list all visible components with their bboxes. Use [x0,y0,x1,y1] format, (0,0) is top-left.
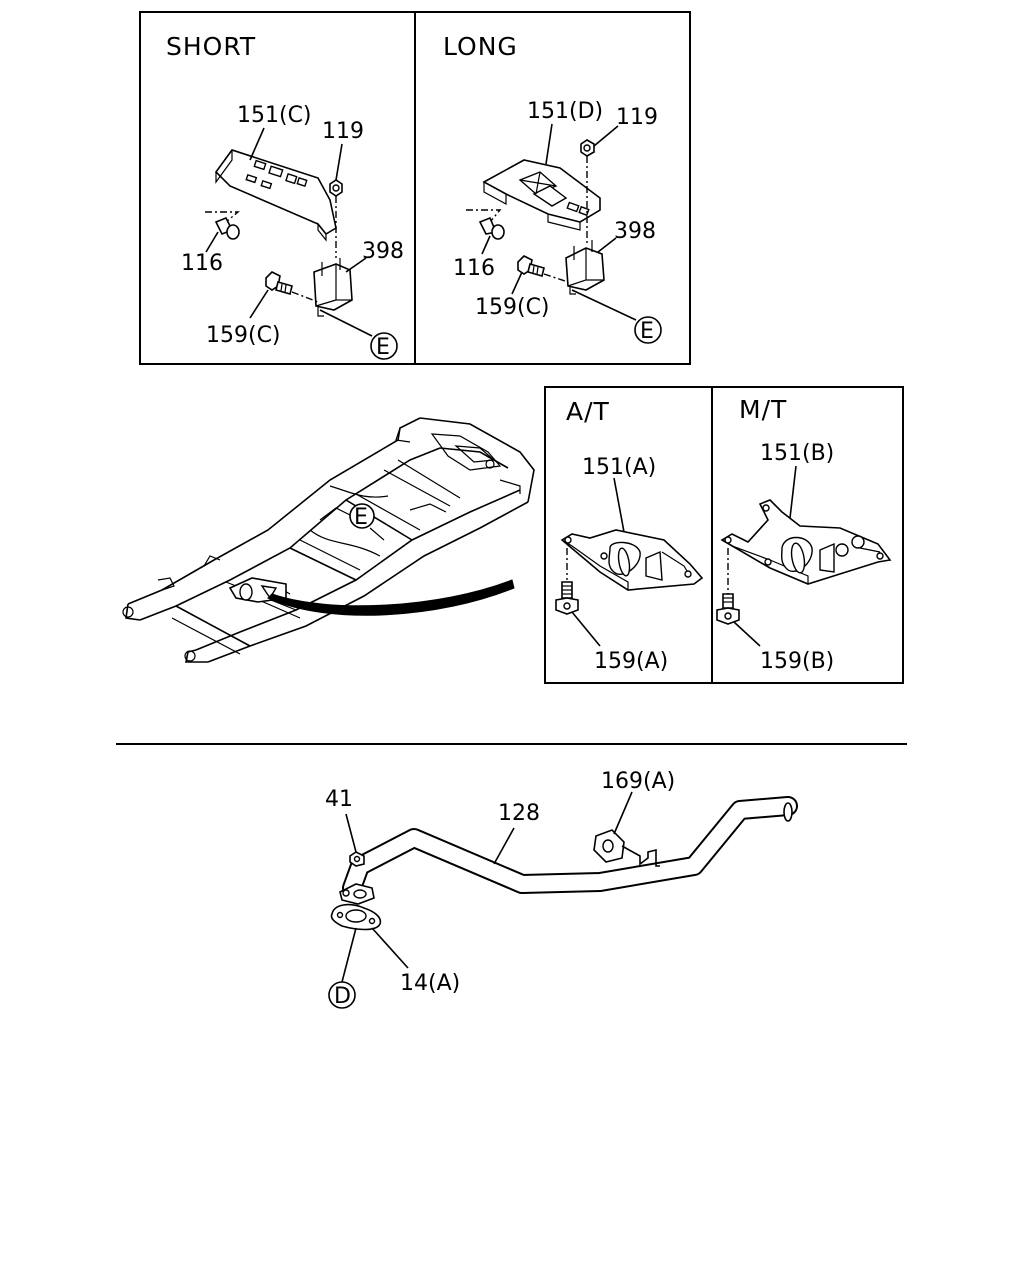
gasket-14a [330,903,382,931]
short-bolt-159c [265,271,293,295]
short-bolt-116 [205,211,240,240]
hanger-bracket-169a [593,829,660,867]
callout-mt-151b: 151(B) [760,441,834,466]
long-panel-title: LONG [443,32,518,61]
at-mt-box-border [544,386,904,684]
at-bolt-159a [555,548,579,615]
leader-128 [493,827,515,865]
top-variant-box [139,11,691,365]
leader-mt-151b [789,465,797,519]
reference-circle-long-e [634,316,662,344]
long-nut-119 [580,139,595,157]
exhaust-pipe-128 [344,798,796,896]
leader-41 [345,813,357,853]
callout-long-159c: 159(C) [475,295,550,320]
short-159c-axis [291,291,319,303]
mt-bracket-151b [720,499,892,585]
mt-panel-title: M/T [739,395,787,424]
callout-169a: 169(A) [601,769,675,794]
long-bolt-159c [517,255,545,277]
leader-at-151a [613,477,625,533]
leader-mt-159b [733,621,761,647]
leader-long-e [571,289,637,321]
long-159c-axis [543,273,569,283]
callout-short-e: E [376,335,390,360]
leader-long-159c [511,271,523,295]
leader-14a [371,927,409,969]
transmission-variant-box [544,386,904,684]
leader-short-116 [205,231,219,253]
callout-mt-159b: 159(B) [760,649,834,674]
long-panel: LONG 151(D) 119 116 [443,32,662,344]
pipe-end-outlet [783,802,793,822]
at-panel: A/T 151(A) 159(A) [555,397,704,674]
leader-long-116 [481,235,491,255]
callout-41: 41 [325,787,353,812]
leader-at-159a [571,611,601,647]
nut-41 [349,851,365,867]
callout-short-398: 398 [362,239,404,264]
short-nut-119 [329,179,343,197]
at-panel-title: A/T [566,397,610,426]
leader-d [341,927,357,983]
long-bracket-398 [565,240,605,295]
reference-circle-frame-e [349,503,375,529]
leader-short-119 [335,143,343,181]
mt-panel: M/T 151(B) 159(B) [716,395,892,674]
at-bracket-151a [560,529,704,591]
pointer-swoosh [267,579,515,616]
short-bracket-398 [313,258,353,317]
vehicle-frame-illustration: E [122,417,535,663]
callout-14a: 14(A) [400,971,460,996]
leader-short-159c [249,289,269,319]
short-bracket-151c [214,149,337,242]
reference-circle-short-e [370,332,398,360]
leader-long-119 [593,125,619,147]
leader-long-398 [597,237,617,253]
leader-short-e [319,309,373,337]
callout-long-e: E [640,319,654,344]
callout-long-116: 116 [453,256,495,281]
leader-short-398 [345,257,367,273]
callout-short-119: 119 [322,119,364,144]
callout-frame-e: E [354,505,368,530]
mt-bolt-159b [716,548,740,625]
leader-169a [613,791,633,835]
short-panel: SHORT 151(C) 119 116 [166,32,404,360]
exhaust-pipe-section: 41 128 169(A) 14(A) D [325,769,798,1009]
leader-short-151c [249,127,265,161]
leader-long-151d [545,123,553,165]
long-bracket-151d [482,159,601,231]
callout-128: 128 [498,801,540,826]
callout-short-159c: 159(C) [206,323,281,348]
callout-short-116: 116 [181,251,223,276]
pipe-flange [339,883,375,905]
callout-at-159a: 159(A) [594,649,668,674]
callout-at-151a: 151(A) [582,455,656,480]
callout-long-151d: 151(D) [527,99,603,124]
short-panel-title: SHORT [166,32,256,61]
callout-long-398: 398 [614,219,656,244]
reference-circle-d [328,981,356,1009]
callout-d: D [334,984,351,1009]
callout-long-119: 119 [616,105,658,130]
callout-short-151c: 151(C) [237,103,312,128]
long-bolt-116 [466,209,505,240]
